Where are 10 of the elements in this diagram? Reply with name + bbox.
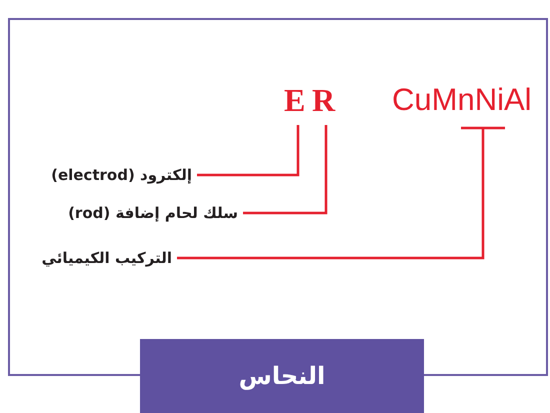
leader-line — [243, 125, 328, 214]
title-tab: النحاس — [140, 339, 424, 413]
term-label: سلك لحام إضافة (rod) — [12, 201, 238, 225]
term-label: التركيب الكيميائي — [12, 246, 172, 270]
code-letter: R — [312, 80, 336, 120]
term-label: إلكترود (electrod) — [12, 163, 192, 187]
code-letter: E — [284, 80, 306, 120]
bracket-leader-line — [177, 126, 505, 260]
leader-line — [197, 125, 300, 176]
alloy-formula: CuMnNiAl — [392, 80, 532, 120]
